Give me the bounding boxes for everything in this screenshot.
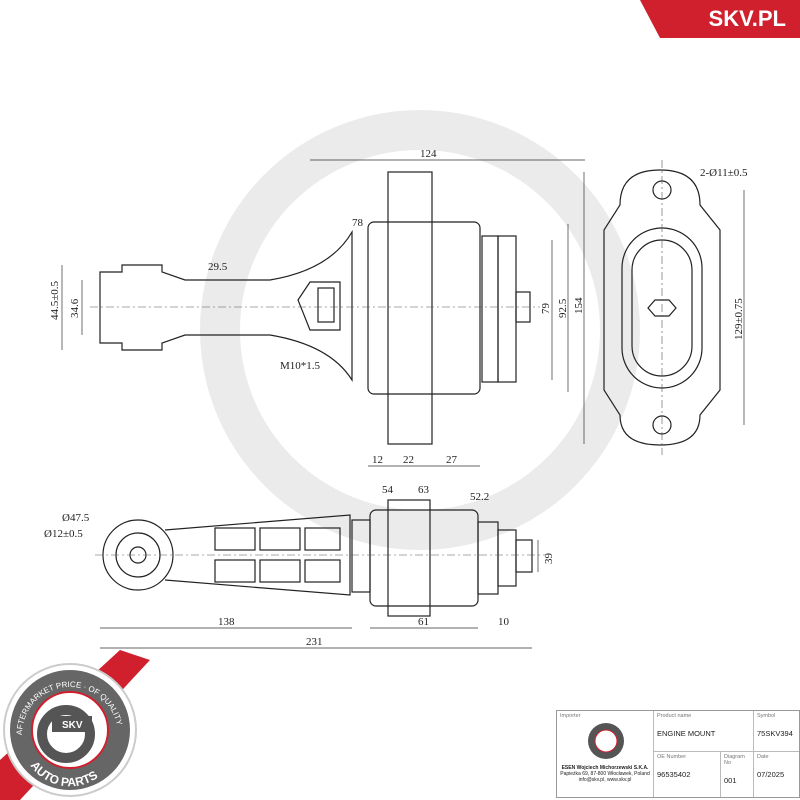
date-value: 07/2025 xyxy=(757,770,785,779)
dim-d12: Ø12±0.5 xyxy=(44,528,83,540)
dim-d47-5: Ø47.5 xyxy=(62,512,90,524)
dim-79: 79 xyxy=(540,303,552,315)
importer-label: Importer xyxy=(560,713,581,719)
dim-124: 124 xyxy=(420,148,437,160)
diagram-number: 001 xyxy=(724,776,737,785)
logo-center-text: SKV xyxy=(62,720,83,731)
skv-logo: SKV AFTERMARKET PRICE · OF QUALITY AUTO … xyxy=(3,663,137,797)
product-name: ENGINE MOUNT xyxy=(657,729,716,738)
dim-54: 54 xyxy=(382,484,394,496)
importer-contact: info@skv.pl, www.skv.pl xyxy=(578,777,632,783)
date-label: Date xyxy=(757,754,769,760)
watermark-gear xyxy=(200,110,640,550)
symbol-value: 75SKV394 xyxy=(757,729,793,738)
symbol-label: Symbol xyxy=(757,713,776,719)
dim-29-5: 29.5 xyxy=(208,261,228,273)
bottom-view: Ø47.5 Ø12±0.5 54 63 52.2 39 138 61 10 23… xyxy=(44,484,555,649)
dim-231: 231 xyxy=(306,636,323,648)
brand-name: SKV.PL xyxy=(708,6,786,31)
importer-logo xyxy=(588,723,624,759)
dim-10: 10 xyxy=(498,616,510,628)
importer-address: Papieżka 69, 87-800 Włocławek, Poland xyxy=(560,771,650,777)
dim-154: 154 xyxy=(573,297,585,314)
dim-61: 61 xyxy=(418,616,429,628)
dim-92-5: 92.5 xyxy=(557,298,569,318)
product-label: Product name xyxy=(657,713,692,719)
dim-27: 27 xyxy=(446,454,458,466)
top-view: 124 78 29.5 44.5±0.5 34.6 M10*1.5 79 92.… xyxy=(49,148,585,467)
dim-12: 12 xyxy=(372,454,383,466)
dim-hole-span: 129±0.75 xyxy=(733,298,745,340)
oe-number: 96535402 xyxy=(657,770,691,779)
dim-39: 39 xyxy=(543,553,555,565)
diagram-label: Diagram No xyxy=(724,754,745,766)
dim-138: 138 xyxy=(218,616,235,628)
dim-22: 22 xyxy=(403,454,414,466)
dim-34-6: 34.6 xyxy=(69,298,81,318)
title-block: Importer ESEN Wojciech Michorzewski S.K.… xyxy=(556,710,800,798)
importer-name: ESEN Wojciech Michorzewski S.K.A. xyxy=(561,765,649,771)
dim-52-2: 52.2 xyxy=(470,491,489,503)
plate-view: 2-Ø11±0.5 129±0.75 xyxy=(603,160,748,455)
brand-banner xyxy=(640,0,800,38)
oe-label: OE Number xyxy=(657,754,687,760)
dim-44-5: 44.5±0.5 xyxy=(49,280,61,320)
dim-78: 78 xyxy=(352,217,364,229)
dim-thread: M10*1.5 xyxy=(280,360,321,372)
dim-holes: 2-Ø11±0.5 xyxy=(700,167,748,179)
dim-63: 63 xyxy=(418,484,430,496)
